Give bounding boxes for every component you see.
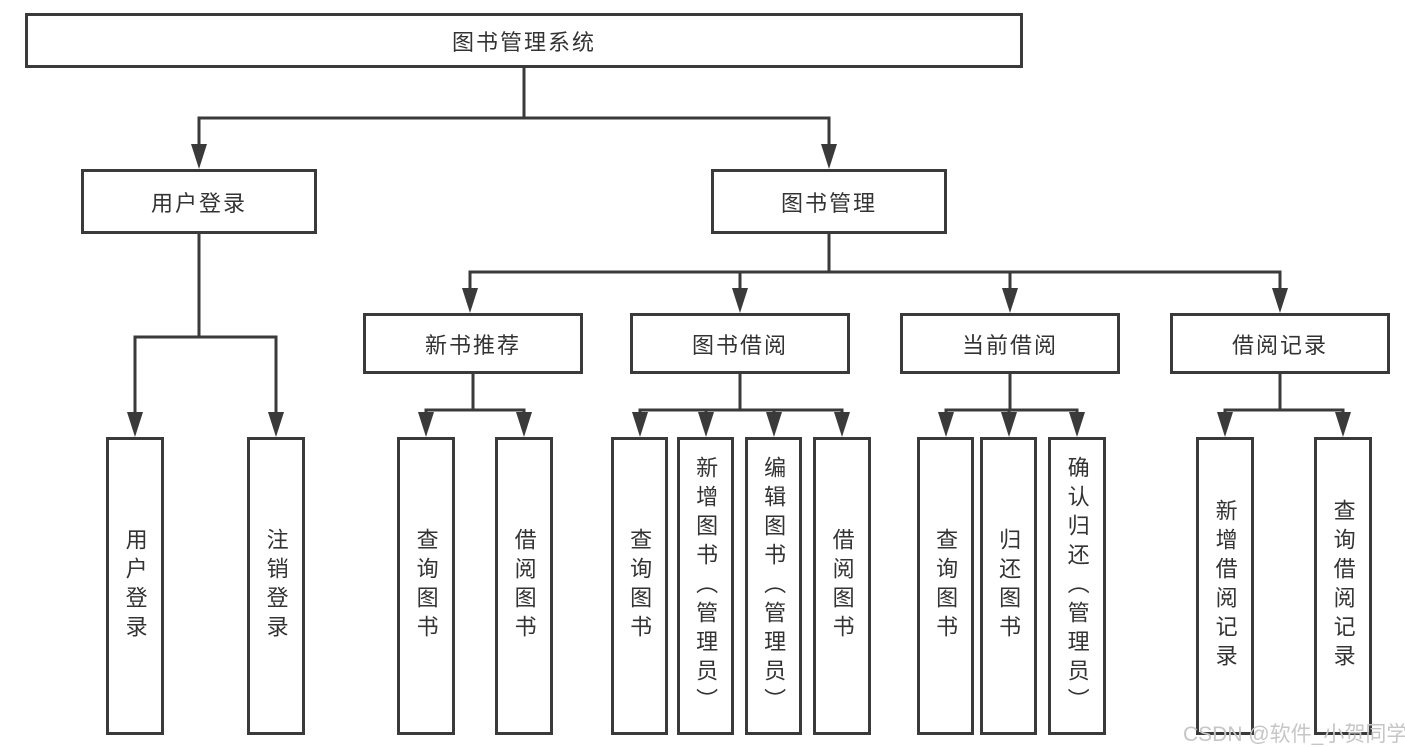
leaf-edit-books-admin: 编辑图书（管理员） (745, 437, 802, 735)
connector-segment (133, 234, 278, 417)
connector-segment (944, 374, 1079, 417)
connector-arrowhead (698, 412, 714, 437)
connector-arrowhead (732, 288, 748, 313)
branch-book-management (462, 234, 1288, 313)
connector-arrowhead (127, 412, 143, 437)
connector-arrowhead (1335, 412, 1351, 437)
connector-arrowhead (1272, 288, 1288, 313)
connector-arrowhead (821, 144, 837, 169)
node-book-borrowing: 图书借阅 (630, 313, 850, 374)
branch-borrowing-records (1217, 374, 1351, 437)
leaf-borrow-books-recommend: 借阅图书 (495, 437, 553, 735)
connector-arrowhead (1217, 412, 1233, 437)
node-borrowing-records: 借阅记录 (1170, 313, 1390, 374)
leaf-confirm-return-admin: 确认归还（管理员） (1048, 437, 1106, 735)
branch-current-borrowing (938, 374, 1085, 437)
leaf-label: 查询借阅记录 (1330, 499, 1356, 673)
connector-arrowhead (191, 144, 207, 169)
leaf-label: 确认归还（管理员） (1064, 455, 1090, 717)
connector-arrowhead (1069, 412, 1085, 437)
leaf-query-books-recommend: 查询图书 (397, 437, 455, 735)
connector-arrowhead (1002, 288, 1018, 313)
leaf-query-books-current: 查询图书 (917, 437, 974, 735)
connector-arrowhead (418, 412, 434, 437)
connector-segment (468, 234, 1282, 294)
connector-arrowhead (268, 412, 284, 437)
leaf-label: 查询图书 (413, 528, 439, 644)
connector-segment (1223, 374, 1345, 417)
branch-book-borrowing (632, 374, 850, 437)
leaf-label: 编辑图书（管理员） (761, 455, 787, 717)
connector-arrowhead (516, 412, 532, 437)
node-label: 新书推荐 (424, 332, 521, 358)
node-label: 图书管理系统 (451, 29, 596, 55)
node-label: 借阅记录 (1231, 332, 1328, 358)
node-label: 用户登录 (150, 190, 247, 216)
connector-segment (638, 374, 844, 417)
branch-user-login (127, 234, 284, 437)
node-current-borrowing: 当前借阅 (900, 313, 1120, 374)
leaf-add-borrow-record: 新增借阅记录 (1196, 437, 1254, 735)
connector-arrowhead (462, 288, 478, 313)
node-user-login: 用户登录 (81, 169, 317, 234)
leaf-label: 用户登录 (122, 528, 148, 644)
leaf-query-borrow-record: 查询借阅记录 (1314, 437, 1372, 735)
node-label: 图书借阅 (691, 332, 788, 358)
leaf-label: 借阅图书 (829, 528, 855, 644)
branch-root (191, 68, 837, 169)
connector-segment (424, 374, 526, 417)
connector-segment (197, 68, 831, 150)
node-label: 当前借阅 (961, 332, 1058, 358)
connector-arrowhead (766, 412, 782, 437)
connector-arrowhead (834, 412, 850, 437)
leaf-user-login: 用户登录 (106, 437, 164, 735)
leaf-label: 借阅图书 (511, 528, 537, 644)
leaf-label: 新增图书（管理员） (693, 455, 719, 717)
leaf-borrow-books-borrowing: 借阅图书 (813, 437, 871, 735)
node-new-book-recommend: 新书推荐 (363, 313, 583, 374)
csdn-watermark: CSDN @软件_小贺同学 (1183, 723, 1405, 746)
node-book-management: 图书管理 (711, 169, 947, 234)
leaf-return-books: 归还图书 (980, 437, 1037, 735)
leaf-query-books-borrowing: 查询图书 (611, 437, 668, 735)
leaf-label: 注销登录 (263, 528, 289, 644)
node-label: 图书管理 (780, 190, 877, 216)
connector-arrowhead (632, 412, 648, 437)
leaf-logout: 注销登录 (247, 437, 305, 735)
leaf-label: 新增借阅记录 (1212, 499, 1238, 673)
leaf-add-books-admin: 新增图书（管理员） (677, 437, 734, 735)
connector-arrowhead (938, 412, 954, 437)
leaf-label: 查询图书 (627, 528, 653, 644)
leaf-label: 归还图书 (996, 528, 1022, 644)
leaf-label: 查询图书 (933, 528, 959, 644)
branch-new-book-recommend (418, 374, 532, 437)
node-library-management-system: 图书管理系统 (25, 13, 1023, 68)
connector-arrowhead (1001, 412, 1017, 437)
